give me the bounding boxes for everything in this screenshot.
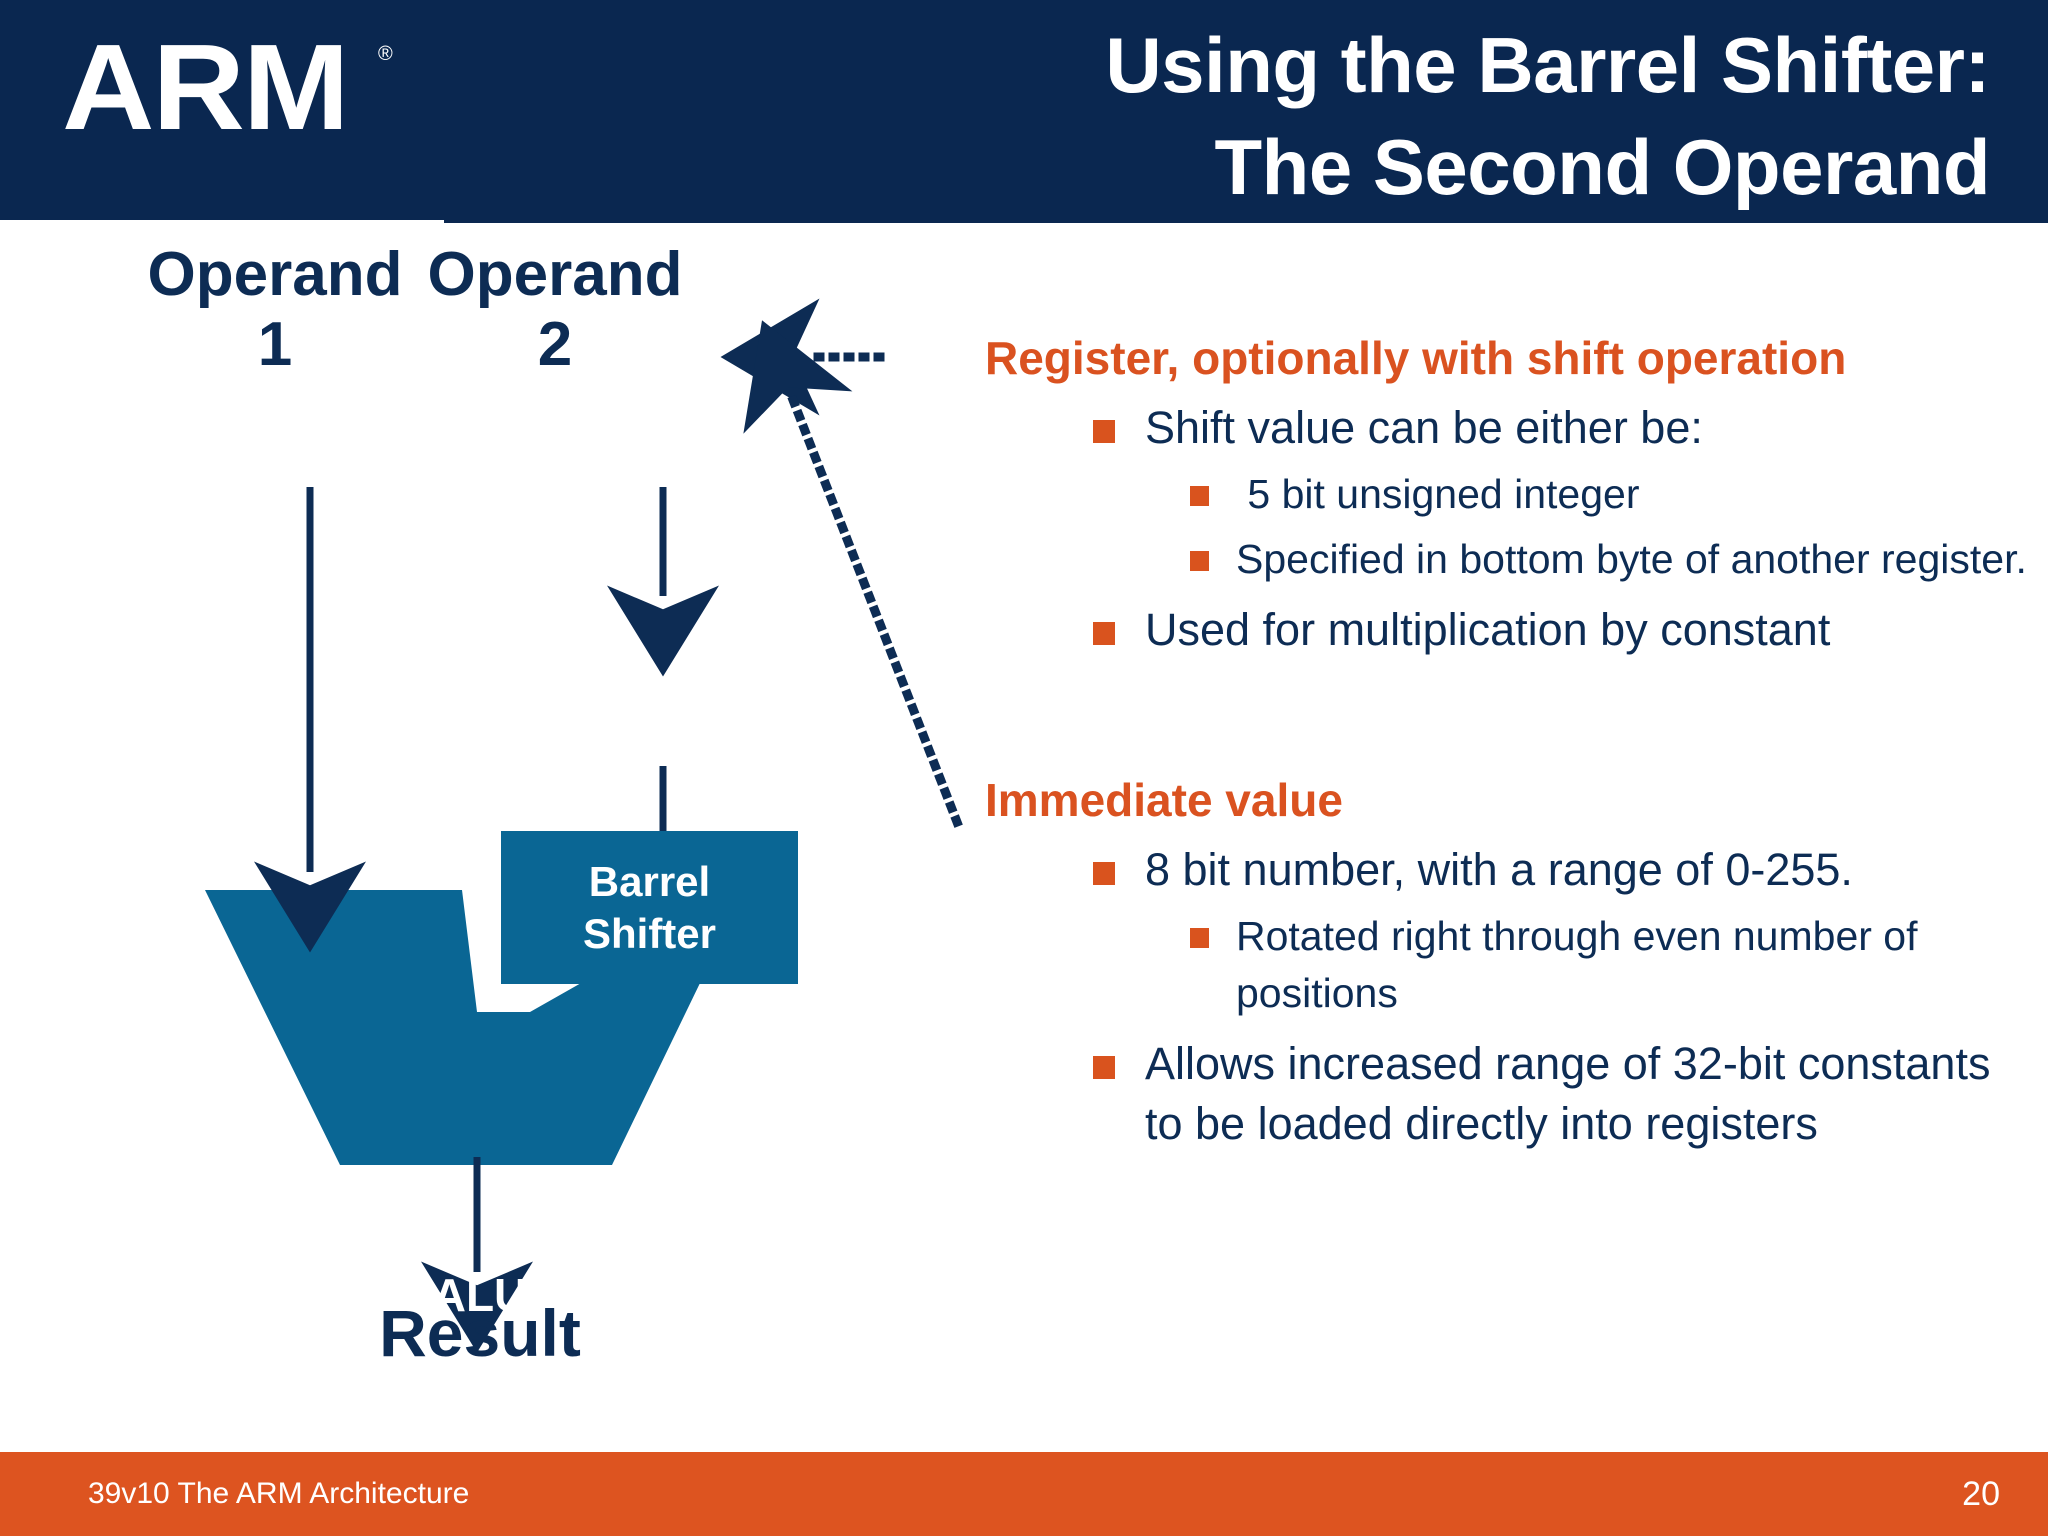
- alu-label: ALU: [432, 1269, 528, 1321]
- page-title-line-2: The Second Operand: [1214, 123, 1991, 211]
- content-block-immediate: Immediate value 8 bit number, with a ran…: [985, 772, 2030, 1154]
- list-item-label: Used for multiplication by constant: [1145, 604, 1831, 655]
- block-heading-immediate: Immediate value: [985, 774, 1343, 826]
- footer-bar: 39v10 The ARM Architecture 20: [0, 1452, 2048, 1536]
- header-band-right: [444, 0, 2048, 223]
- operand1-label: Operand 1: [147, 240, 403, 379]
- bullet-square-icon: [1190, 928, 1209, 948]
- result-label: Result: [379, 1296, 581, 1370]
- bullet-square-icon: [1093, 1056, 1115, 1079]
- barrel-shifter-box: Barrel Shifter: [501, 831, 798, 984]
- list-item: 5 bit unsigned integer: [985, 466, 2030, 523]
- list-item-label: 5 bit unsigned integer: [1236, 471, 1640, 517]
- operand2-label: Operand 2: [427, 240, 683, 379]
- bullet-square-icon: [1093, 420, 1115, 443]
- footer-label: 39v10 The ARM Architecture: [88, 1477, 470, 1510]
- bullet-square-icon: [1093, 862, 1115, 885]
- barrel-shifter-label: Barrel Shifter: [582, 857, 716, 957]
- page-title-line-1: Using the Barrel Shifter:: [1105, 21, 1990, 109]
- page-title: Using the Barrel Shifter: The Second Ope…: [560, 14, 1990, 218]
- list-item-label: 8 bit number, with a range of 0-255.: [1145, 844, 1853, 895]
- list-item: Rotated right through even number of pos…: [985, 908, 2030, 1022]
- content-area: Register, optionally with shift operatio…: [985, 330, 2030, 1154]
- bullet-square-icon: [1190, 486, 1209, 506]
- registered-trademark-icon: ®: [378, 43, 393, 65]
- list-item-label: Allows increased range of 32-bit constan…: [1145, 1038, 2003, 1149]
- list-item-label: Specified in bottom byte of another regi…: [1236, 536, 2027, 582]
- header-band-left: [0, 0, 444, 220]
- list-item: Specified in bottom byte of another regi…: [985, 531, 2030, 588]
- block-diagram: Operand 1 Operand 2 Barrel Shifter ALU R…: [0, 220, 1000, 1450]
- content-block-register: Register, optionally with shift operatio…: [985, 330, 2030, 660]
- list-item-label: Rotated right through even number of pos…: [1236, 913, 1929, 1016]
- list-item: Shift value can be either be:: [985, 398, 2030, 458]
- arm-logo: ARM: [62, 19, 350, 155]
- list-item-label: Shift value can be either be:: [1145, 402, 1703, 453]
- block-heading-register: Register, optionally with shift operatio…: [985, 332, 1847, 384]
- list-item: Allows increased range of 32-bit constan…: [985, 1034, 2030, 1154]
- list-item: Used for multiplication by constant: [985, 600, 2030, 660]
- list-item: 8 bit number, with a range of 0-255.: [985, 840, 2030, 900]
- page-number: 20: [1962, 1475, 2000, 1513]
- bullet-square-icon: [1190, 551, 1209, 571]
- bullet-square-icon: [1093, 622, 1115, 645]
